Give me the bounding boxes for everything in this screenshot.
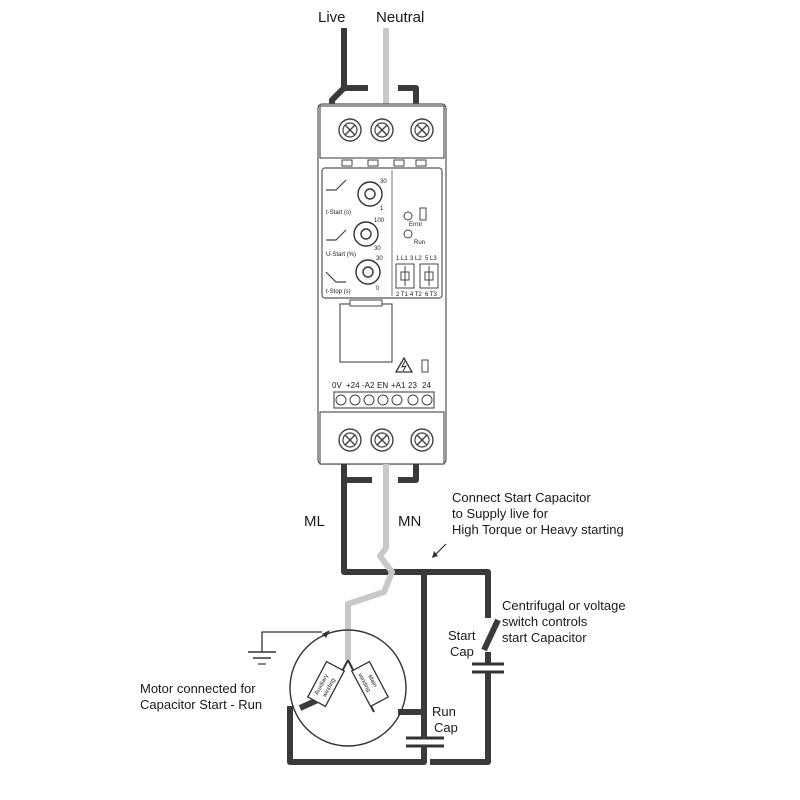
svg-text:Main: Main [366, 674, 377, 688]
svg-text:High Torque or Heavy starting: High Torque or Heavy starting [452, 522, 624, 537]
start-capacitor-note: Connect Start Capacitor to Supply live f… [452, 490, 624, 537]
main-winding: Main winding [350, 660, 390, 708]
svg-text:+A1: +A1 [391, 381, 406, 390]
start-cap-label: Start Cap [448, 628, 476, 659]
svg-text:Error: Error [409, 222, 422, 228]
bottom-terminal-screw [370, 428, 394, 452]
error-led: Error [403, 207, 427, 228]
start-cap-return-wire [430, 672, 491, 765]
dial-tstop[interactable]: 30 0 t-Stop (s) [325, 256, 383, 295]
svg-text:EN: EN [377, 381, 388, 390]
svg-text:30: 30 [374, 246, 381, 252]
soft-starter-device: 30 1 t-Start (s) 100 30 U-Start (%) 30 0… [317, 103, 447, 465]
motor-note: Motor connected for Capacitor Start - Ru… [140, 681, 262, 712]
svg-text:Connect Start Capacitor: Connect Start Capacitor [452, 490, 591, 505]
ml-label: ML [304, 513, 325, 530]
dial-ustart[interactable]: 100 30 U-Start (%) [326, 218, 385, 258]
svg-text:1: 1 [380, 206, 384, 212]
centrifugal-switch [481, 608, 501, 664]
live-supply-wire [329, 28, 347, 110]
bottom-terminal-screw [338, 428, 362, 452]
live-label: Live [318, 9, 346, 26]
svg-text:+24: +24 [346, 381, 360, 390]
svg-text:Motor connected for: Motor connected for [140, 681, 256, 696]
svg-text:t-Start (s): t-Start (s) [326, 210, 351, 216]
relay-contacts-diagram: 1 L1 3 L2 5 L3 2 T1 4 T2 6 T3 [395, 256, 439, 298]
rotation-arrow [322, 630, 330, 638]
live-bridge-wire [344, 85, 419, 110]
warning-icon [394, 356, 414, 373]
run-cap-lower-wire [287, 706, 427, 765]
svg-text:3 L2: 3 L2 [410, 256, 422, 262]
motor-housing [289, 629, 407, 747]
svg-text:switch controls: switch controls [502, 614, 588, 629]
output-bridge-wire [344, 464, 419, 483]
note-arrow [435, 543, 447, 555]
control-terminal-screws [335, 394, 433, 406]
svg-text:100: 100 [374, 218, 385, 224]
mn-label: MN [398, 513, 421, 530]
svg-text:-A2: -A2 [362, 381, 375, 390]
motor: Auxiliary winding Main winding [289, 629, 407, 747]
svg-text:4 T2: 4 T2 [410, 292, 423, 298]
start-capacitor [472, 662, 504, 674]
dial-tstart[interactable]: 30 1 t-Start (s) [326, 179, 387, 216]
svg-text:Run: Run [414, 240, 425, 246]
svg-text:30: 30 [380, 179, 387, 185]
start-cap-supply-wire [420, 569, 491, 610]
run-capacitor [406, 736, 444, 748]
svg-text:0: 0 [376, 286, 380, 292]
svg-text:30: 30 [376, 256, 383, 262]
svg-text:0V: 0V [332, 381, 342, 390]
bottom-terminal-screw [410, 428, 434, 452]
svg-text:to Supply live for: to Supply live for [452, 506, 549, 521]
svg-text:U-Start (%): U-Start (%) [326, 252, 356, 258]
run-led: Run [403, 229, 425, 246]
neutral-label: Neutral [376, 9, 424, 26]
svg-text:1 L1: 1 L1 [396, 256, 408, 262]
svg-text:Cap: Cap [450, 644, 474, 659]
top-terminal-screw [370, 118, 394, 142]
top-terminal-screw [410, 118, 434, 142]
ground-icon [248, 631, 322, 665]
svg-text:Start: Start [448, 628, 476, 643]
svg-text:23: 23 [408, 381, 417, 390]
svg-text:Run: Run [432, 704, 456, 719]
motor-neutral-wire [345, 464, 395, 660]
svg-text:Centrifugal or voltage: Centrifugal or voltage [502, 598, 626, 613]
svg-text:Cap: Cap [434, 720, 458, 735]
svg-text:6 T3: 6 T3 [425, 292, 438, 298]
switch-note: Centrifugal or voltage switch controls s… [502, 598, 626, 645]
svg-text:start Capacitor: start Capacitor [502, 630, 587, 645]
control-terminal-labels: 0V +24 -A2 EN +A1 23 24 [332, 381, 431, 390]
run-cap-label: Run Cap [432, 704, 458, 735]
svg-text:t-Stop (s): t-Stop (s) [326, 289, 351, 295]
svg-text:5 L3: 5 L3 [425, 256, 437, 262]
svg-text:24: 24 [422, 381, 431, 390]
label-window [339, 303, 393, 363]
svg-text:2 T1: 2 T1 [396, 292, 409, 298]
auxiliary-winding: Auxiliary winding [306, 660, 346, 708]
top-terminal-screw [338, 118, 362, 142]
note-arrow-head [432, 551, 438, 558]
svg-text:Capacitor Start - Run: Capacitor Start - Run [140, 697, 262, 712]
